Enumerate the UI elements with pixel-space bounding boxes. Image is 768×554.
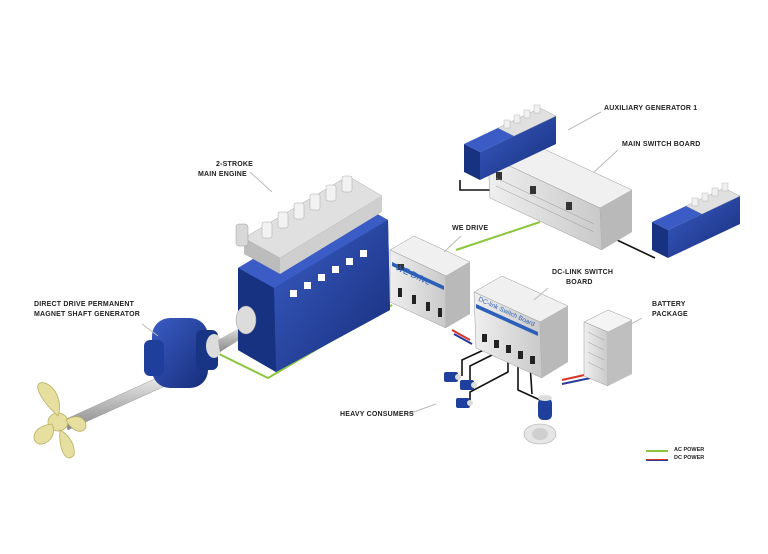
legend-ac-swatch [646, 450, 668, 452]
label-battery-line2: PACKAGE [652, 311, 688, 318]
auxiliary-generator-1 [464, 104, 557, 180]
label-we-drive: WE DRIVE [452, 225, 489, 232]
label-dc-link-line2: BOARD [566, 279, 593, 286]
thruster [523, 395, 557, 445]
we-drive-cabinet [389, 235, 471, 329]
leader-lines [141, 111, 643, 415]
main-engine [235, 175, 390, 372]
label-main-switch-board: MAIN SWITCH BOARD [622, 141, 701, 148]
label-shaft-generator-line1: DIRECT DRIVE PERMANENT [34, 301, 135, 308]
dc-link-cabinet [473, 275, 569, 379]
black-cables [459, 180, 656, 404]
label-dc-link-line1: DC-LINK SWITCH [552, 269, 614, 276]
legend-ac-label: AC POWER [674, 447, 705, 453]
legend-dc-label: DC POWER [674, 455, 705, 461]
label-shaft-generator-line2: MAGNET SHAFT GENERATOR [34, 311, 141, 318]
propeller [33, 382, 87, 459]
heavy-consumer-motors [444, 372, 477, 408]
label-main-engine-line2: MAIN ENGINE [198, 171, 247, 178]
label-auxiliary-generator: AUXILIARY GENERATOR 1 [604, 105, 698, 112]
label-main-engine-line1: 2-STROKE [216, 161, 253, 168]
shaft-generator [144, 318, 252, 388]
label-battery-line1: BATTERY [652, 301, 686, 308]
battery-package [583, 309, 633, 387]
legend-dc-swatch [646, 459, 668, 461]
label-heavy-consumers: HEAVY CONSUMERS [340, 411, 414, 418]
auxiliary-generator-2 [652, 182, 741, 258]
